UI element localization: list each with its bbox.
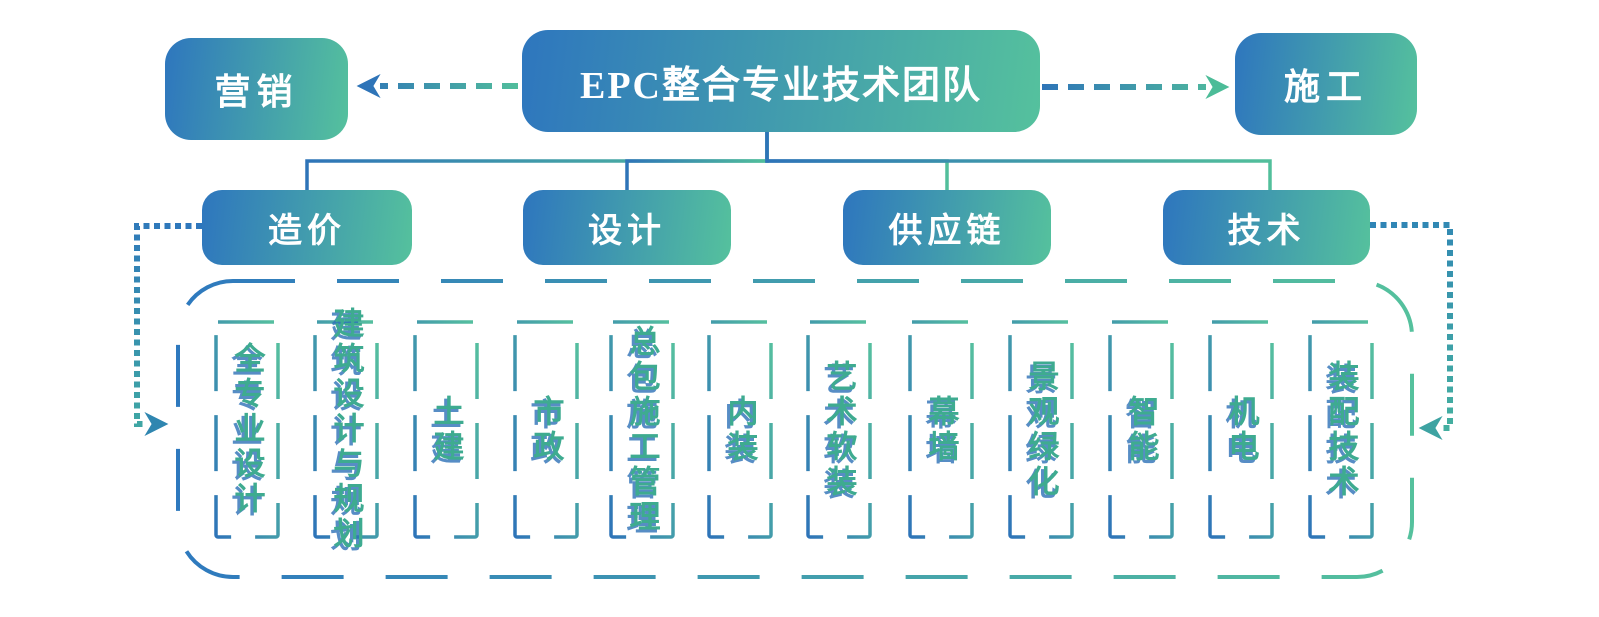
- item-border-curtain-wall: [908, 320, 974, 539]
- branch-cost: 造价: [202, 190, 412, 265]
- dotted-loop-left: [134, 223, 202, 436]
- item-general-contracting-management: 总包施工管理: [611, 322, 673, 537]
- item-civil-engineering: 土建: [415, 322, 477, 537]
- item-assembly-technology: 装配技术: [1310, 322, 1372, 537]
- item-border-architectural-design-and-planning: [313, 320, 379, 539]
- panel-dashed-border: [176, 279, 1414, 579]
- branch-technology-label: 技术: [1227, 213, 1306, 250]
- node-epc-team-title: EPC整合专业技术团队: [522, 30, 1040, 132]
- item-mechanical-electrical: 机电: [1210, 322, 1272, 537]
- item-border-intelligent: [1108, 320, 1174, 539]
- item-border-art-soft-decoration: [806, 320, 872, 539]
- item-label: 土建: [428, 394, 464, 465]
- item-curtain-wall: 幕墙: [910, 322, 972, 537]
- item-border-assembly-technology: [1308, 320, 1374, 539]
- branch-supply-chain: 供应链: [843, 190, 1051, 265]
- item-label: 建筑设计与规划: [328, 307, 364, 552]
- branch-design-label: 设计: [588, 213, 666, 250]
- node-marketing-label: 营销: [214, 72, 299, 112]
- item-label: 幕墙: [923, 394, 959, 465]
- item-label: 机电: [1223, 394, 1259, 465]
- item-art-soft-decoration: 艺术软装: [808, 322, 870, 537]
- node-construction: 施工: [1235, 33, 1417, 135]
- item-label: 装配技术: [1323, 359, 1359, 500]
- item-label: 景观绿化: [1023, 359, 1059, 500]
- item-border-municipal: [513, 320, 579, 539]
- item-border-landscape-greening: [1008, 320, 1074, 539]
- item-border-civil-engineering: [413, 320, 479, 539]
- item-border-interior-decoration: [707, 320, 773, 539]
- item-label: 智能: [1123, 394, 1159, 465]
- branch-cost-label: 造价: [268, 213, 346, 250]
- item-label: 全专业设计: [229, 342, 265, 517]
- item-label: 内装: [722, 394, 758, 465]
- item-interior-decoration: 内装: [709, 322, 771, 537]
- item-border-mechanical-electrical: [1208, 320, 1274, 539]
- branch-technology: 技术: [1163, 190, 1370, 265]
- item-border-all-discipline-design: [214, 320, 280, 539]
- item-municipal: 市政: [515, 322, 577, 537]
- item-all-discipline-design: 全专业设计: [216, 322, 278, 537]
- item-landscape-greening: 景观绿化: [1010, 322, 1072, 537]
- item-label: 艺术软装: [821, 359, 857, 500]
- tree-connector-design: [625, 132, 769, 190]
- tree-connector-technology: [765, 132, 1272, 190]
- item-border-general-contracting-management: [609, 320, 675, 539]
- item-label: 市政: [528, 394, 564, 465]
- branch-design: 设计: [523, 190, 731, 265]
- node-construction-label: 施工: [1283, 67, 1368, 107]
- node-marketing: 营销: [165, 38, 348, 140]
- dotted-loop-right: [1370, 222, 1453, 440]
- item-architectural-design-and-planning: 建筑设计与规划: [315, 307, 377, 552]
- node-epc-team-label: EPC整合专业技术团队: [579, 64, 982, 107]
- item-intelligent: 智能: [1110, 322, 1172, 537]
- branch-supply-chain-label: 供应链: [888, 213, 1006, 250]
- item-label: 总包施工管理: [624, 324, 660, 535]
